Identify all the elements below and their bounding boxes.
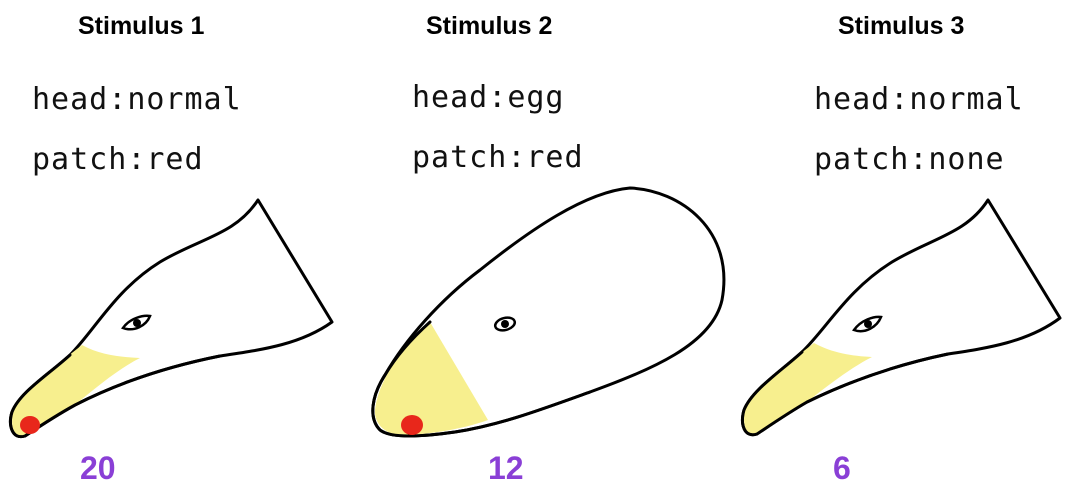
stimulus-3-head-value: normal [909, 82, 1024, 117]
stimulus-1-head-value: normal [127, 82, 242, 117]
stimulus-3-beak [744, 343, 872, 435]
stimulus-3-title: Stimulus 3 [838, 12, 965, 40]
stimulus-2-patch-line: patch:red [412, 140, 584, 175]
stimulus-1-patch-label: patch [32, 142, 128, 177]
stimulus-2-beak [374, 322, 488, 435]
stimulus-3-panel: Stimulus 3 head:normal patch:none 6 [730, 0, 1073, 500]
stimulus-2-head-value: egg [507, 80, 565, 115]
stimulus-1-panel: Stimulus 1 head:normal patch:red 20 [0, 0, 350, 500]
stimulus-2-red-patch [401, 415, 423, 435]
stimulus-3-head-line: head:normal [814, 82, 1024, 117]
stimulus-3-count: 6 [833, 450, 851, 486]
stimulus-3-patch-value: none [928, 142, 1005, 177]
stimulus-3-gull-head-drawing [741, 198, 1062, 437]
stimulus-1-title: Stimulus 1 [78, 12, 205, 40]
stimulus-1-head-label: head [32, 82, 109, 117]
stimulus-1-gull-head-drawing [9, 198, 334, 439]
stimulus-1-head-line: head:normal [32, 82, 242, 117]
stimulus-2-patch-label: patch [412, 140, 508, 175]
stimulus-3-head-label: head [814, 82, 891, 117]
stimulus-2-patch-value: red [526, 140, 584, 175]
stimulus-1-count: 20 [80, 450, 116, 486]
stimulus-3-patch-line: patch:none [814, 142, 1005, 177]
stimulus-1-beak [12, 345, 141, 437]
stimulus-1-red-patch [20, 416, 40, 434]
stimulus-3-patch-label: patch [814, 142, 910, 177]
stimulus-2-head-label: head [412, 80, 489, 115]
stimulus-1-patch-line: patch:red [32, 142, 204, 177]
stimulus-2-count: 12 [488, 450, 524, 486]
stimulus-2-head-line: head:egg [412, 80, 565, 115]
stimulus-2-panel: Stimulus 2 head:egg patch:red 12 [360, 0, 730, 500]
stimulus-2-title: Stimulus 2 [426, 12, 553, 40]
stimulus-2-egg-head-drawing [371, 186, 726, 438]
stimulus-1-patch-value: red [146, 142, 204, 177]
